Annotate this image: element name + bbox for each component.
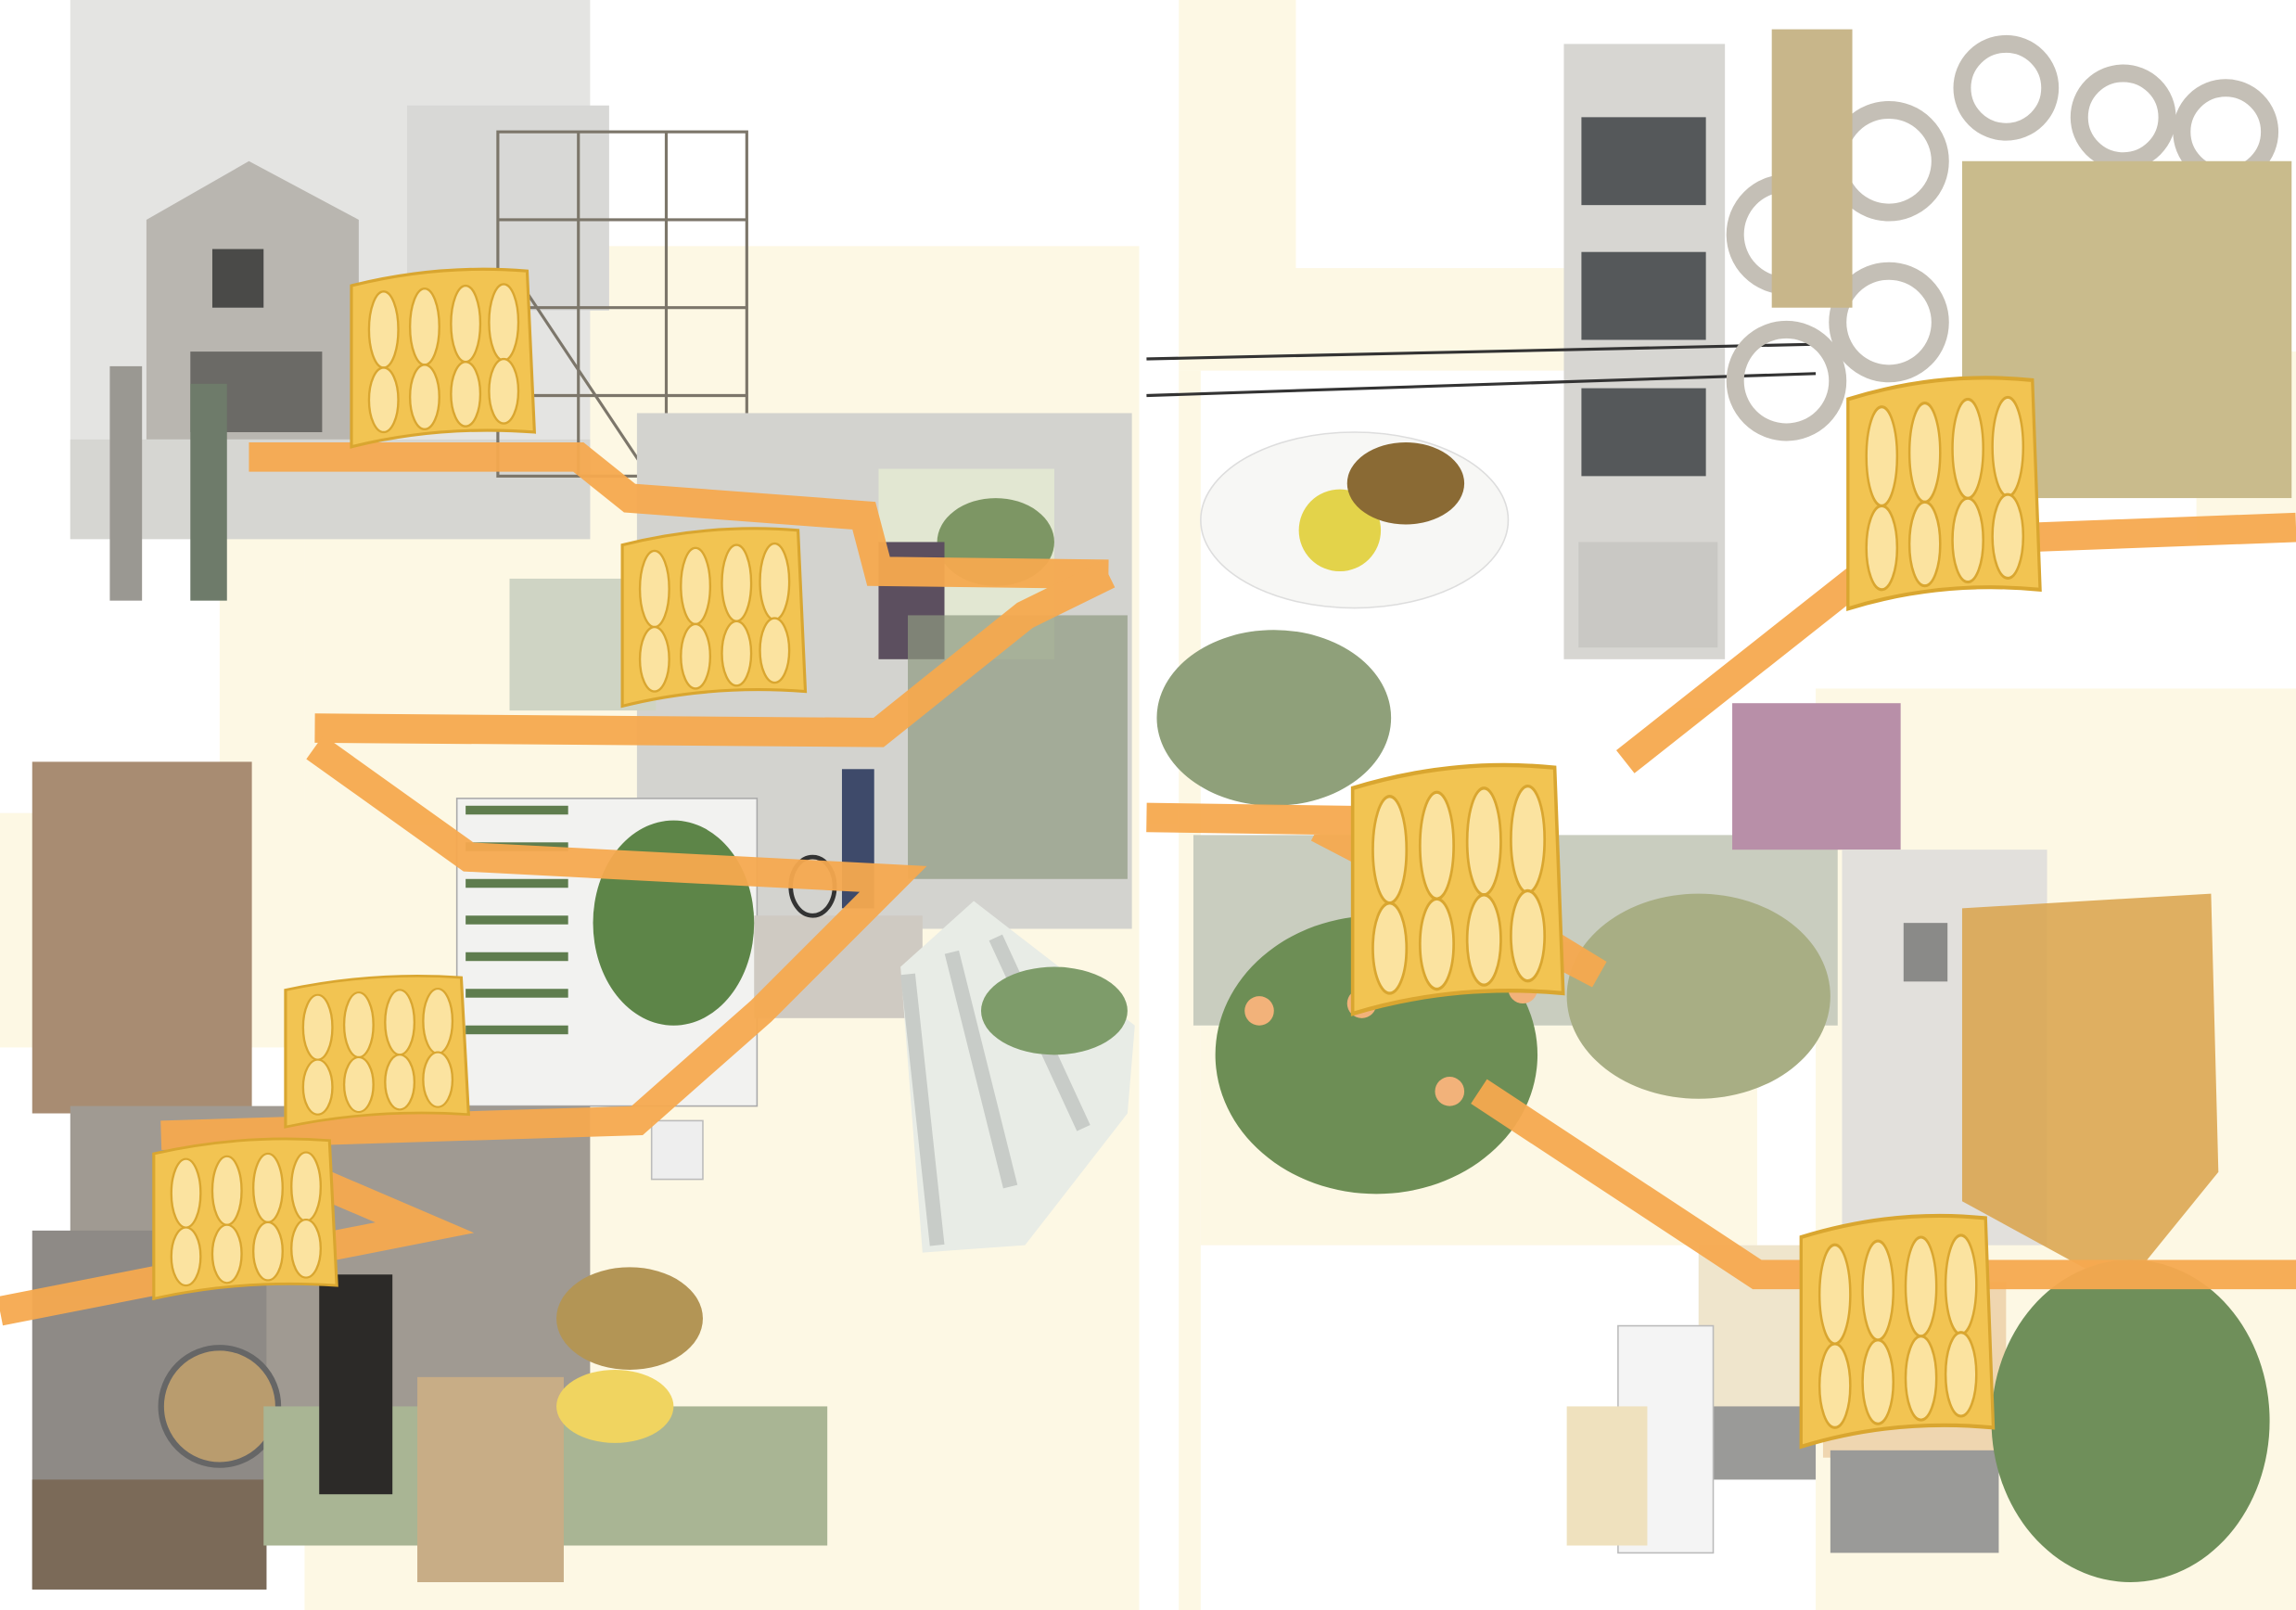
bee-lifecycle-illustration [1771, 29, 1853, 308]
flow-hive-box [417, 1376, 564, 1582]
bee-hotel-tube [158, 1345, 282, 1468]
photo-flowering-shrubs [1156, 630, 1838, 1195]
lattice-panel-green-wall [620, 527, 808, 708]
honeybee [1346, 442, 1465, 525]
photo-apartment-tower [1563, 44, 1726, 659]
photo-hydrangea [1991, 1259, 2270, 1582]
photo-daisy-and-bee [1200, 431, 1510, 609]
lattice-panel-bee-hotel [152, 1137, 338, 1300]
lattice-panel-hexagon [284, 974, 470, 1129]
path-zigzag-left [160, 735, 927, 1150]
power-lines [1146, 342, 1817, 361]
bee-close-up [556, 1267, 703, 1370]
elderly-man-figure [109, 365, 143, 601]
path-house-to-wall [249, 442, 1109, 590]
photo-dripping-honeycomb [1961, 893, 2219, 1290]
path-to-hives [1471, 1079, 2296, 1290]
orange-connector-paths [0, 442, 2296, 1326]
elderly-woman-figure [190, 383, 227, 601]
lattice-panel-hives [1801, 1216, 1993, 1447]
photo-flower-wall [1732, 703, 1901, 850]
path-wall-loop [314, 561, 1116, 748]
photo-hydroponic-pipes [900, 901, 1135, 1253]
lattice-panel-garden [1353, 765, 1563, 1014]
lattice-panel-house [350, 267, 536, 449]
path-bee-hotel [0, 1169, 475, 1326]
lattice-panel-comb [1848, 377, 2040, 608]
photo-lawn-with-woman [263, 1267, 828, 1582]
woman-figure [319, 1274, 393, 1495]
